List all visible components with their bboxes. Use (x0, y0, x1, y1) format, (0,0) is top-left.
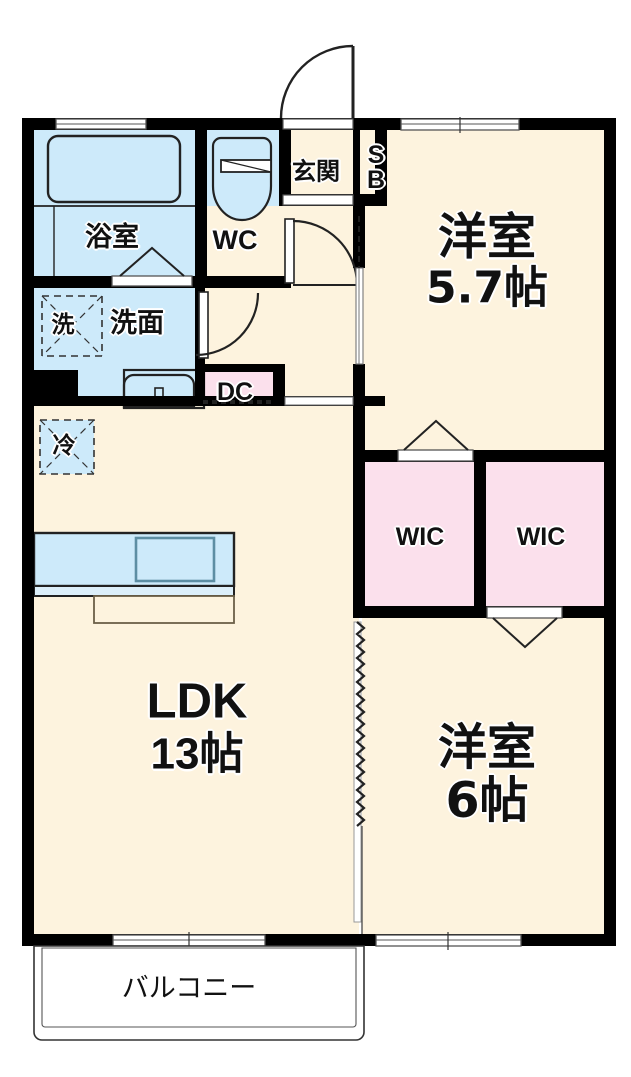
fixtures (32, 134, 273, 624)
ldk-fill (33, 402, 359, 938)
wall-outer-right (604, 118, 616, 946)
bath-window (55, 118, 147, 130)
wall-entrance-right (375, 118, 387, 206)
wall-dc-left (195, 370, 205, 404)
hall-to-bedroom-north-door (355, 216, 364, 365)
bedroom-north-window (400, 117, 520, 133)
wall-sb-left (353, 126, 360, 198)
washing-machine-slot (41, 295, 103, 357)
doors (111, 44, 563, 934)
windows (55, 117, 522, 950)
entrance-fill (279, 128, 359, 206)
bath-door (111, 246, 193, 287)
kitchen-counter (32, 531, 236, 624)
wall-dc-top (195, 364, 285, 372)
entrance-door (279, 44, 355, 119)
wall-ldk-bedroom-stub (353, 404, 365, 452)
bedroom-north-fill (359, 128, 606, 458)
wic-left-fill (362, 458, 474, 613)
wall-dc-right (273, 370, 285, 404)
wall-wic-bottom (353, 606, 616, 618)
wall-outer-bottom (22, 934, 616, 946)
wall-hall-right-lower (353, 364, 365, 404)
wic-right-fill (483, 458, 606, 613)
washroom-door (195, 291, 260, 359)
refrigerator-slot (39, 419, 95, 475)
bedroom-south-fill (362, 613, 606, 938)
bedroom-south-balcony-window (375, 932, 522, 950)
bathtub (46, 134, 182, 204)
wall-outer-left (22, 118, 34, 946)
ldk-hall-sliding-door (284, 396, 354, 406)
wall-wic-divider (474, 450, 486, 618)
wic-right-door (486, 606, 563, 649)
wall-wc-bottom (195, 276, 291, 288)
ldk-to-bedroom-south-partition (353, 621, 366, 934)
balcony (33, 945, 365, 1041)
wall-wic-left (353, 450, 365, 618)
wic-left-door (397, 419, 474, 462)
toilet-bowl (211, 136, 273, 222)
wall-bath-right (195, 118, 207, 276)
entrance-threshold (282, 118, 354, 206)
wall-washroom-bottom-left (34, 370, 78, 400)
wall-wc-right (279, 118, 291, 206)
